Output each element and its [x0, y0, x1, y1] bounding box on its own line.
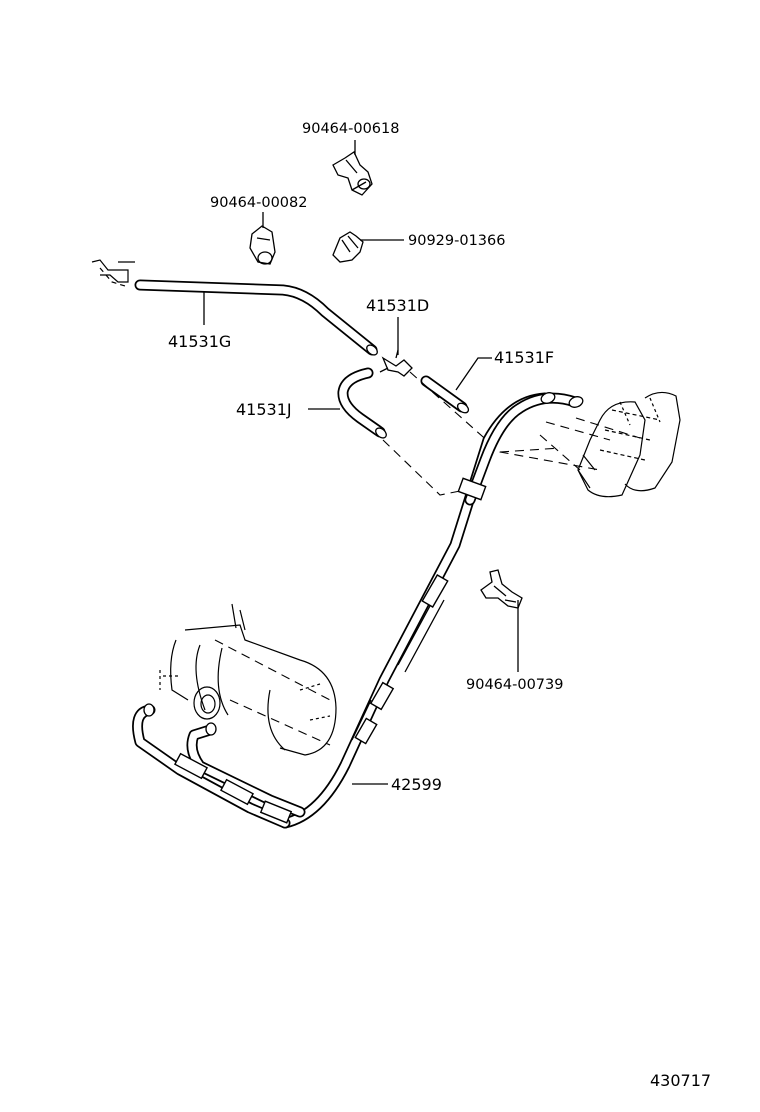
label-41531f: 41531F: [494, 348, 554, 367]
label-41531g: 41531G: [168, 332, 231, 351]
label-90464-00082: 90464-00082: [210, 195, 308, 211]
hose-41531j[interactable]: [337, 367, 388, 440]
label-90929-01366: 90929-01366: [408, 233, 506, 249]
hose-41531f[interactable]: [420, 375, 470, 415]
assembly-guide-lines: [214, 371, 641, 746]
label-90464-00739: 90464-00739: [466, 677, 564, 693]
clamp-90464-00618[interactable]: [332, 151, 373, 196]
clamp-90464-00739[interactable]: [480, 569, 523, 609]
leader-lines: [203, 140, 519, 785]
component-phantom-right: [577, 391, 681, 498]
label-42599: 42599: [391, 775, 442, 794]
bracket-fragment-phantom: [91, 259, 135, 287]
label-90464-00618: 90464-00618: [302, 121, 400, 137]
connector-41531d[interactable]: [379, 349, 413, 377]
hose-41531g[interactable]: [134, 279, 379, 357]
label-41531j: 41531J: [236, 400, 292, 419]
label-41531d: 41531D: [366, 296, 429, 315]
figure-number: 430717: [650, 1071, 711, 1090]
fuel-pipe-42599[interactable]: [132, 391, 585, 829]
clamp-90464-00082[interactable]: [249, 225, 276, 265]
clip-90929-01366[interactable]: [332, 231, 364, 263]
component-phantom-left: [159, 603, 337, 756]
